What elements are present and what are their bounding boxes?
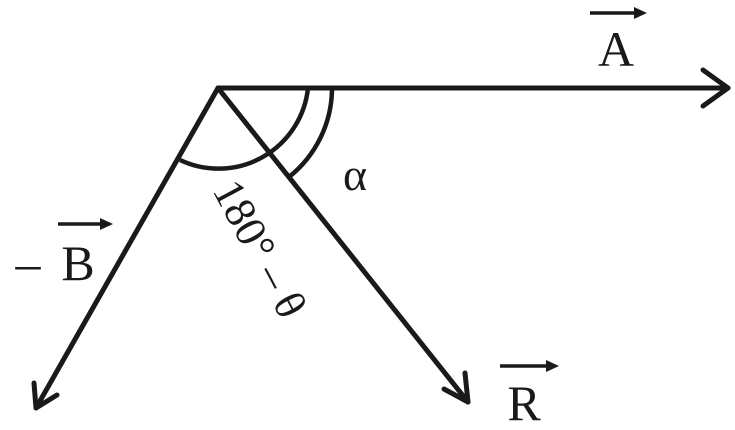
vector-neg-b-shaft [33, 85, 221, 411]
angle-alpha-arc [287, 87, 335, 179]
angle-alpha-label: α [343, 149, 367, 200]
vector-a-arrowhead [700, 67, 731, 109]
angle-supplement-label: 180° – θ [203, 172, 316, 326]
label-neg-b-text: B [61, 235, 94, 291]
vector-r [215, 85, 471, 405]
label-neg-b: – B [15, 218, 113, 291]
vector-a [215, 67, 731, 109]
label-r: R [500, 360, 559, 430]
label-a-text: A [598, 21, 634, 77]
label-a: A [590, 7, 647, 77]
angle-supplement-arc [179, 87, 311, 171]
label-neg-b-overarrow-head [100, 218, 113, 230]
label-a-overarrow-head [634, 7, 647, 19]
label-neg-b-sign: – [15, 235, 42, 291]
label-r-text: R [507, 375, 541, 430]
vector-neg-b [31, 85, 221, 411]
vector-neg-b-arrowhead [31, 380, 60, 411]
label-r-overarrow-head [546, 360, 559, 372]
vector-r-arrowhead [441, 370, 471, 405]
vector-r-shaft [215, 85, 471, 405]
